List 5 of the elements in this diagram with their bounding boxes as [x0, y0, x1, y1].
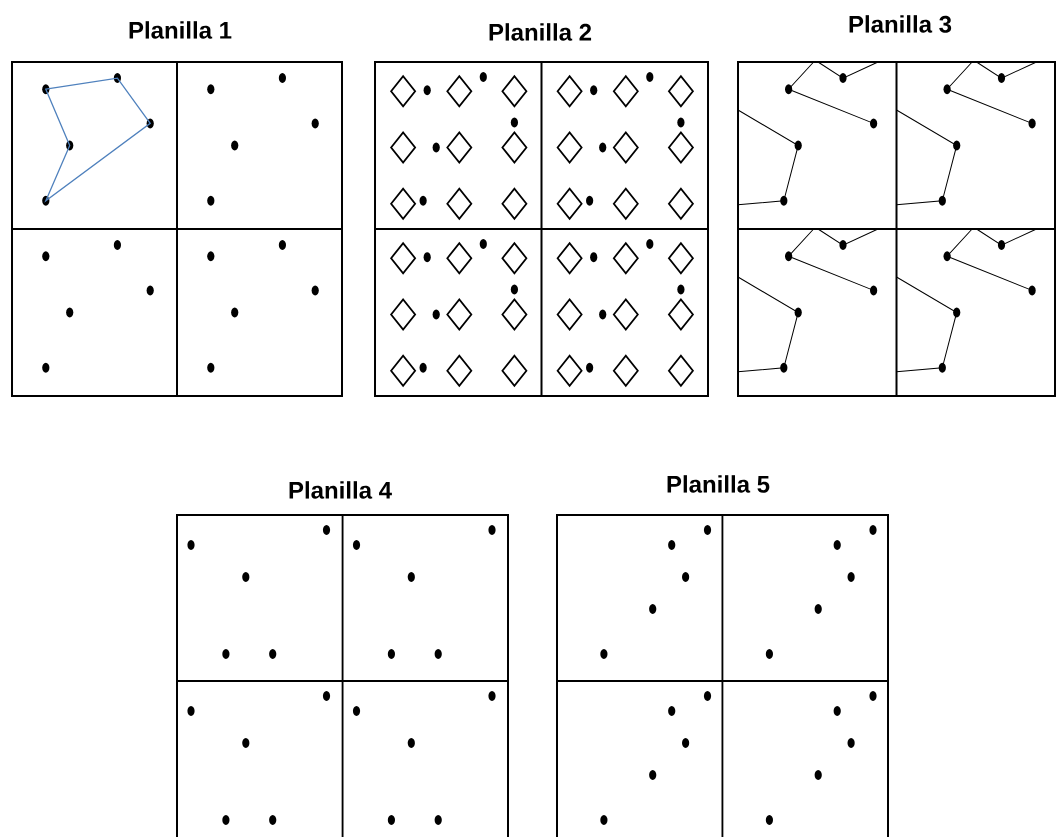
panel-title: Planilla 4: [289, 481, 392, 499]
panel-title: Planilla 2: [489, 23, 592, 41]
panel-title: Planilla 3: [849, 15, 952, 33]
panel-title: Planilla 5: [667, 475, 770, 493]
panel-title: Planilla 1: [129, 21, 232, 39]
